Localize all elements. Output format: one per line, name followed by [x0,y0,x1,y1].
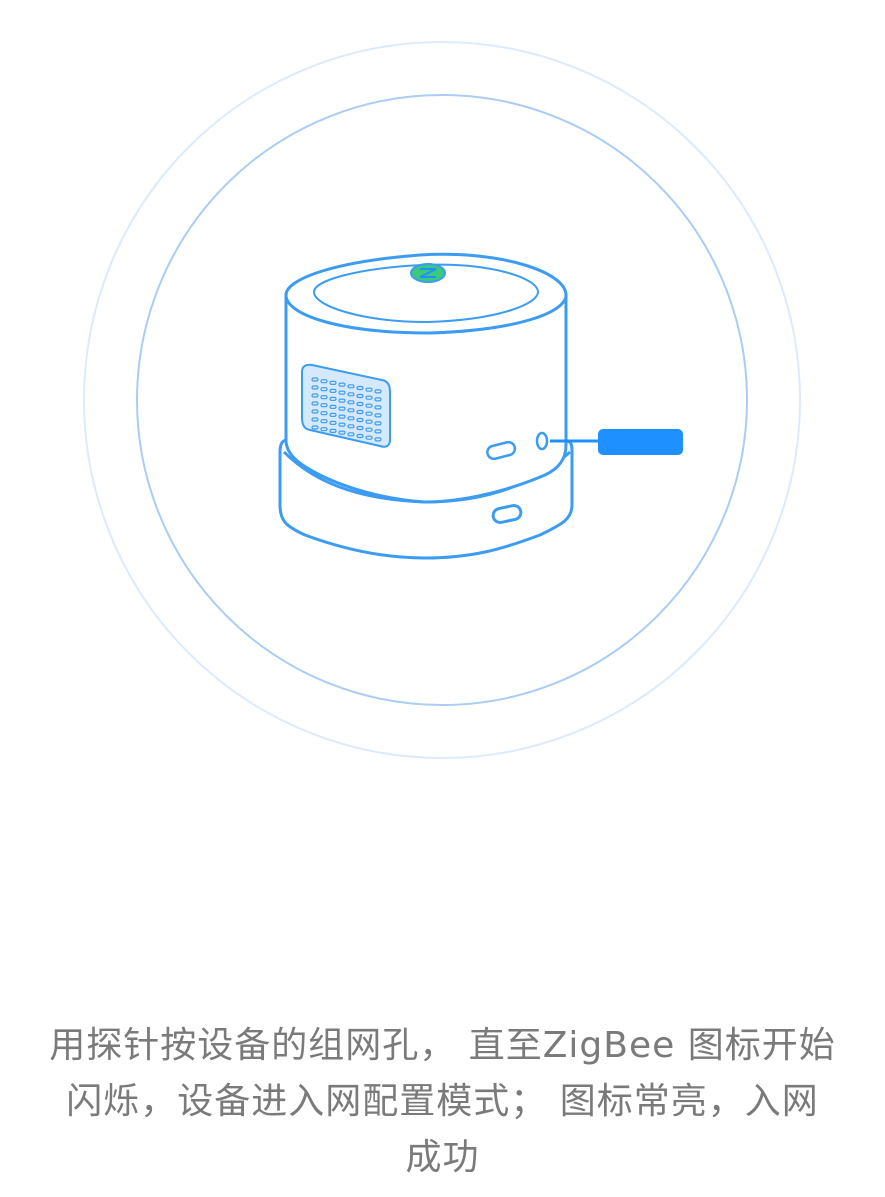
pairing-hole [535,431,549,451]
grille-hole [320,419,328,424]
grille-hole [311,393,319,398]
grille-hole [374,437,382,442]
grille-hole [365,387,373,392]
grille-hole [338,422,346,427]
grille-hole [374,389,382,394]
grille-hole [329,396,337,401]
grille-hole [356,401,364,407]
instruction-line-2: 闪烁，设备进入网配置模式； 图标常亮，入网 [66,1081,819,1122]
pairing-instruction-text: 用探针按设备的组网孔， 直至ZigBee 图标开始 闪烁，设备进入网配置模式； … [0,1018,885,1186]
grille-hole [311,425,319,430]
grille-hole [311,409,319,414]
grille-hole [356,409,364,415]
outer-ring [83,41,801,759]
grille-hole [329,404,337,409]
grille-hole [356,433,364,439]
grille-hole [365,427,373,432]
grille-hole [320,427,328,432]
grille-hole [311,377,319,382]
grille-hole [374,397,382,402]
grille-hole [347,432,355,437]
grille-hole [374,429,382,434]
grille-hole [374,421,382,426]
grille-hole [365,411,373,416]
grille-hole [365,395,373,400]
grille-hole [347,408,355,413]
grille-hole [338,382,346,387]
device-ports [486,431,549,461]
grille-hole [347,400,355,405]
pairing-hole-pointer-tag [598,429,683,455]
speaker-grille [301,363,391,448]
grille-hole [356,385,364,391]
instruction-line-3: 成功 [405,1137,480,1178]
grille-hole [365,419,373,424]
grille-hole [320,395,328,400]
grille-hole [311,385,319,390]
usb-port [486,440,517,461]
grille-hole [320,387,328,392]
instruction-line-1: 用探针按设备的组网孔， 直至ZigBee 图标开始 [49,1025,836,1066]
grille-hole [320,403,328,408]
grille-hole [347,416,355,421]
grille-hole [347,384,355,389]
grille-hole [338,398,346,403]
grille-hole [329,420,337,425]
grille-hole [374,413,382,418]
grille-hole [329,388,337,393]
grille-hole [320,411,328,416]
grille-hole [374,405,382,410]
device-illustration [83,41,801,759]
grille-hole [365,403,373,408]
grille-hole [311,417,319,422]
grille-hole [338,414,346,419]
grille-hole [365,435,373,440]
inner-ring [136,94,748,706]
zigbee-icon [410,263,446,283]
grille-hole [356,425,364,431]
grille-hole [338,390,346,395]
grille-hole [329,380,337,385]
grille-hole [347,392,355,397]
grille-hole [356,417,364,423]
grille-hole [338,406,346,411]
grille-hole [329,412,337,417]
grille-hole [338,430,346,435]
grille-hole [320,379,328,384]
grille-hole [311,401,319,406]
grille-hole [347,424,355,429]
grille-hole [356,393,364,399]
grille-hole [329,428,337,433]
